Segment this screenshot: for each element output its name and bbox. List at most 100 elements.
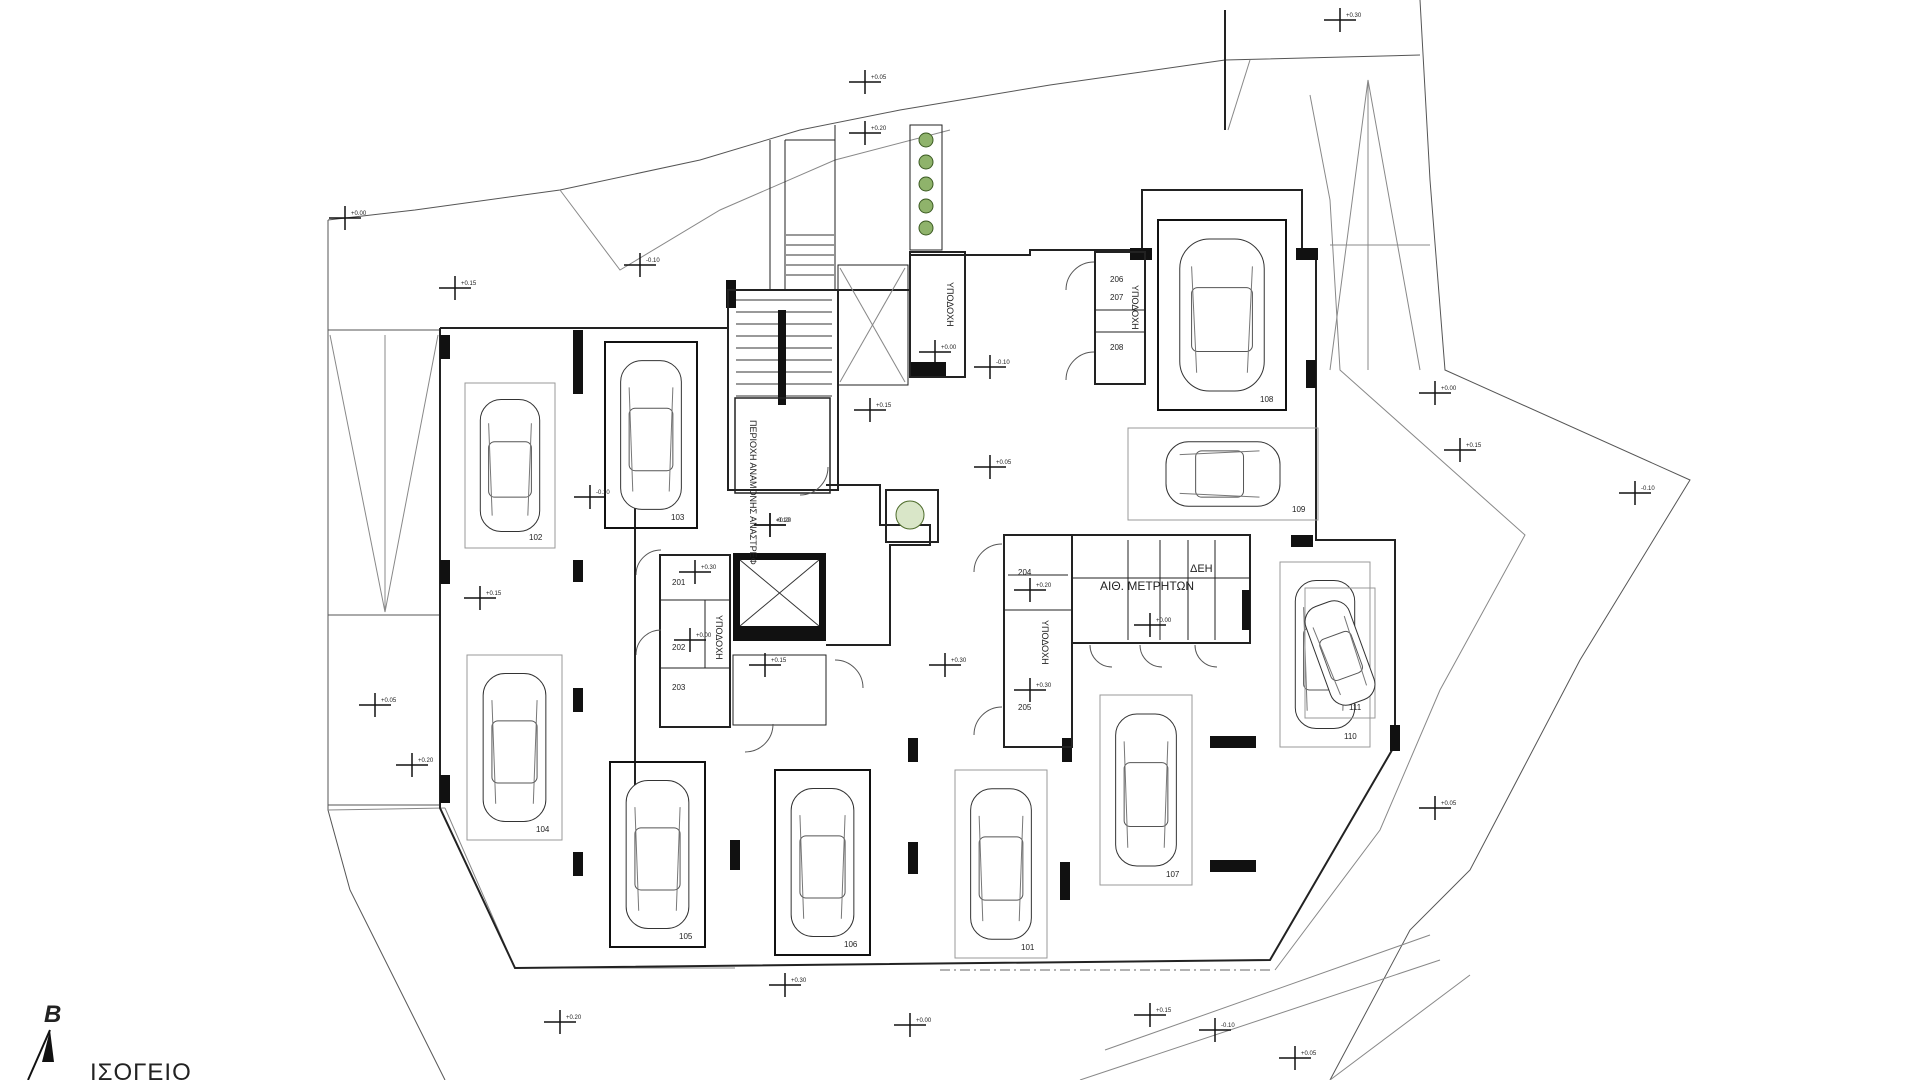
- level-marker: +0.15: [749, 653, 787, 677]
- car-icon: [482, 673, 547, 822]
- room-label-meter-room: ΑΙΘ. ΜΕΤΡΗΤΩΝ: [1100, 579, 1194, 593]
- storage-unit-number: 206: [1110, 275, 1124, 284]
- level-marker: -0.10: [1619, 481, 1655, 505]
- level-value: +0.20: [776, 518, 792, 524]
- level-value: +0.05: [1301, 1051, 1317, 1057]
- level-value: +0.00: [916, 1018, 932, 1024]
- level-marker: +0.05: [974, 455, 1012, 479]
- car-icon: [1179, 238, 1265, 392]
- level-value: +0.05: [1441, 801, 1457, 807]
- ramp-left: [327, 329, 441, 806]
- room-label-storage-center: ΥΠΟΔΟΧΗ: [1040, 620, 1050, 665]
- level-marker: +0.20: [396, 753, 434, 777]
- level-marker: +0.00: [1134, 613, 1172, 637]
- level-marker: -0.10: [974, 355, 1010, 379]
- parking-bay-number: 101: [1021, 943, 1035, 952]
- level-value: +0.20: [566, 1015, 582, 1021]
- level-marker: +0.15: [1444, 438, 1482, 462]
- level-marker: +0.15: [464, 586, 502, 610]
- parking-bay: 107: [1099, 694, 1193, 886]
- level-value: +0.00: [1441, 386, 1457, 392]
- level-value: +0.30: [1346, 13, 1362, 19]
- level-value: -0.10: [1641, 486, 1655, 492]
- parking-bay-number: 102: [529, 533, 543, 542]
- parking-bay-number: 105: [679, 932, 693, 941]
- parking-bay: 105: [609, 761, 706, 948]
- level-value: -0.10: [996, 360, 1010, 366]
- level-value: +0.15: [1466, 443, 1482, 449]
- car-icon: [625, 780, 690, 929]
- level-markers: +0.00 +0.15 -0.10 +0.05 +0.20 +0.30 +0.00 +0.15…: [329, 8, 1655, 1070]
- parking-bay-number: 109: [1292, 505, 1306, 514]
- level-marker: +0.05: [1419, 796, 1457, 820]
- level-value: +0.15: [486, 591, 502, 597]
- level-marker: +0.30: [679, 560, 717, 584]
- level-marker: -0.10: [624, 253, 660, 277]
- level-value: +0.05: [381, 698, 397, 704]
- core: [634, 10, 1251, 870]
- level-value: +0.00: [696, 633, 712, 639]
- car-icon: [1165, 441, 1281, 507]
- bay-outline: [1099, 694, 1193, 886]
- level-value: +0.05: [871, 75, 887, 81]
- room-labels: ΠΕΡΙΟΧΗ ΑΝΑΜΟΝΗΣ ΑΝΑΣΤΡΕΦ ΥΠΟΔΟΧΗ ΥΠΟΔΟΧ…: [714, 282, 1213, 665]
- level-value: +0.30: [1036, 683, 1052, 689]
- ramp-right: [1329, 79, 1430, 371]
- level-value: +0.00: [941, 345, 957, 351]
- parking-bay-number: 111: [1349, 703, 1362, 712]
- level-value: +0.15: [876, 403, 892, 409]
- parking-bay-number: 107: [1166, 870, 1180, 879]
- parking-bay: 108: [1157, 219, 1287, 411]
- level-marker: +0.15: [854, 398, 892, 422]
- level-marker: +0.20: [1014, 578, 1052, 602]
- parking-bay-number: 108: [1260, 395, 1274, 404]
- level-marker: +0.00: [919, 340, 957, 364]
- level-marker: +0.30: [929, 653, 967, 677]
- parking-bay: 106: [774, 769, 871, 956]
- level-marker: +0.05: [849, 70, 887, 94]
- site-boundary: [327, 0, 1691, 1080]
- north-arrow: B: [27, 1001, 61, 1080]
- room-label-storage-top: ΥΠΟΔΟΧΗ: [945, 282, 955, 327]
- car-icon: [1115, 713, 1177, 867]
- level-marker: +0.30: [1324, 8, 1362, 32]
- level-value: +0.30: [791, 978, 807, 984]
- level-value: +0.00: [351, 211, 367, 217]
- parking-bay: 111: [1304, 587, 1376, 719]
- level-value: +0.20: [1036, 583, 1052, 589]
- bay-outline: [1157, 219, 1287, 411]
- level-value: +0.15: [461, 281, 477, 287]
- bay-outline: [954, 769, 1048, 959]
- parking-bay-number: 110: [1344, 732, 1357, 741]
- level-marker: +0.05: [359, 693, 397, 717]
- columns: [440, 248, 1400, 900]
- parking-bay: 101: [954, 769, 1048, 959]
- parking-bay: 103: [604, 341, 698, 529]
- bay-outline: [604, 341, 698, 529]
- storage-unit-number: 204: [1018, 568, 1032, 577]
- storage-unit-number: 202: [672, 643, 686, 652]
- level-marker: -0.10: [754, 513, 790, 537]
- car-icon: [1304, 600, 1376, 706]
- level-value: +0.15: [1156, 1008, 1172, 1014]
- level-marker: +0.00: [674, 628, 712, 652]
- room-label-meter-code: ΔΕΗ: [1190, 563, 1213, 575]
- level-marker: +0.30: [1014, 678, 1052, 702]
- level-marker: -0.10: [1199, 1018, 1235, 1042]
- storage-unit-number: 203: [672, 683, 686, 692]
- parking-bay: 102: [464, 382, 556, 549]
- level-marker: +0.00: [329, 206, 367, 230]
- room-label-storage-right: ΥΠΟΔΟΧΗ: [1130, 285, 1140, 330]
- level-marker: +0.05: [1279, 1046, 1317, 1070]
- storage-unit-number: 207: [1110, 293, 1124, 302]
- car-icon: [479, 399, 541, 532]
- bay-outline: [1279, 561, 1371, 748]
- level-marker: +0.00: [1419, 381, 1457, 405]
- level-value: +0.00: [1156, 618, 1172, 624]
- level-value: -0.10: [646, 258, 660, 264]
- level-marker: +0.20: [544, 1010, 582, 1034]
- level-marker: +0.15: [439, 276, 477, 300]
- level-marker: +0.30: [769, 973, 807, 997]
- storage-unit-number: 205: [1018, 703, 1032, 712]
